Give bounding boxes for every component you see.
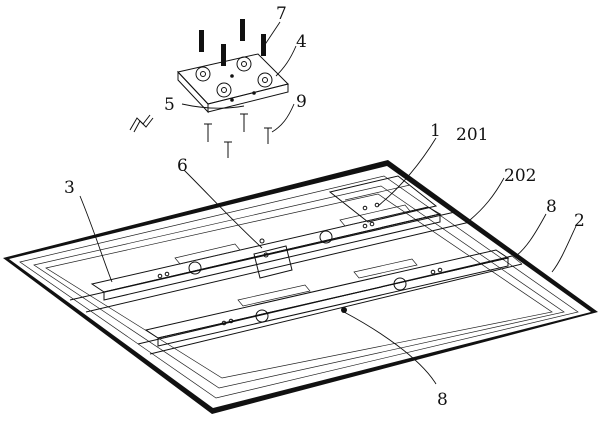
reference-labels: 7 4 5 9 1 201 6 202 3 8 2 8: [64, 4, 585, 410]
label-4: 4: [296, 32, 307, 52]
label-8-lower: 8: [437, 390, 448, 410]
front-fastener: [341, 307, 347, 313]
threaded-studs: [199, 19, 266, 66]
label-1: 1: [430, 121, 441, 141]
support-beam-right: [144, 249, 510, 347]
label-6: 6: [177, 156, 188, 176]
label-9: 9: [296, 92, 307, 112]
mounting-bracket: [177, 53, 289, 114]
label-3: 3: [64, 178, 75, 198]
support-beam-left: [90, 204, 442, 301]
label-202: 202: [504, 166, 536, 186]
label-8-upper: 8: [546, 197, 557, 217]
center-connector: [253, 238, 293, 279]
clip-part: [129, 114, 154, 133]
panel-frame: [3, 160, 598, 414]
label-201: 201: [456, 125, 488, 145]
label-7: 7: [276, 4, 287, 24]
label-5: 5: [164, 95, 175, 115]
upper-cross-beam: [328, 175, 438, 223]
leader-lines: [79, 21, 577, 385]
label-2: 2: [574, 211, 585, 231]
screws: [204, 113, 272, 158]
